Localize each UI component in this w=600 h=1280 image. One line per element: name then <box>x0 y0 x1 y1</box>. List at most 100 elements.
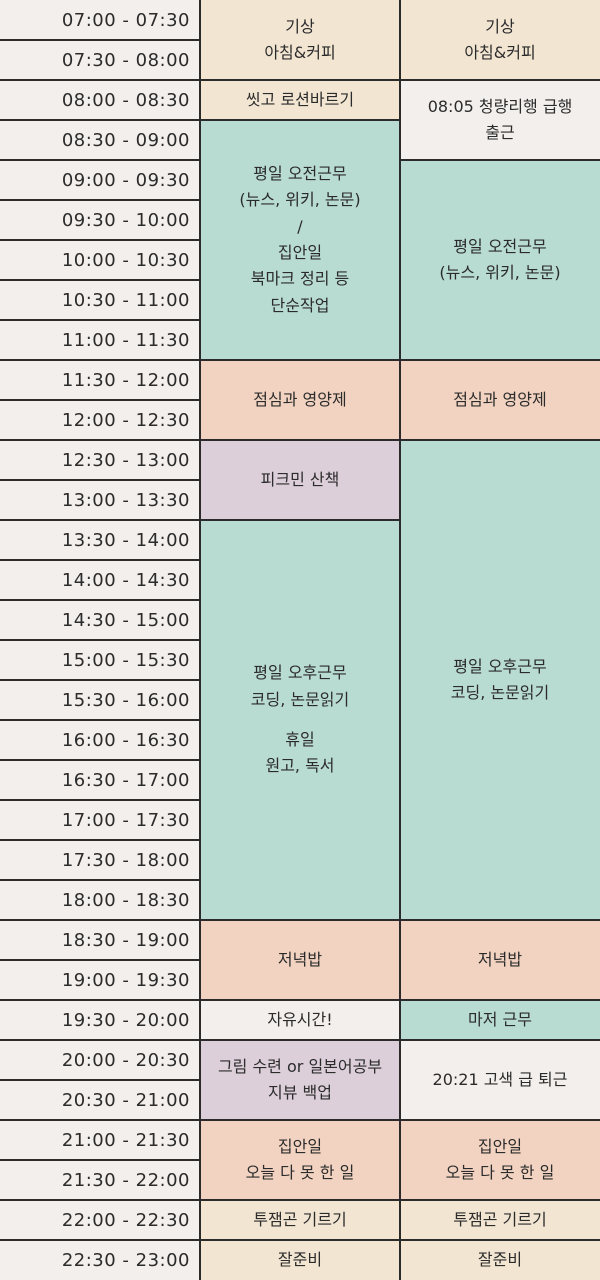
row-divider <box>0 1239 200 1241</box>
schedule-block-text: 북마크 정리 등 <box>250 269 350 289</box>
column-divider <box>399 0 401 1280</box>
time-slot-label: 16:30 - 17:00 <box>61 769 190 791</box>
schedule-block-text: 점심과 영양제 <box>453 389 547 409</box>
schedule-block-text: 아침&커피 <box>464 43 536 62</box>
schedule-block-left: 피크민 산책 <box>200 440 400 520</box>
time-slot-label: 21:00 - 21:30 <box>61 1129 190 1151</box>
schedule-block-text: 집안일 <box>477 1136 523 1156</box>
block-divider <box>400 1199 600 1201</box>
block-divider <box>400 159 600 161</box>
row-divider <box>0 119 200 121</box>
schedule-block-text: 마저 근무 <box>468 1009 532 1029</box>
block-divider <box>400 359 600 361</box>
schedule-block-text: / <box>297 216 303 236</box>
time-slot-label: 12:00 - 12:30 <box>61 409 190 431</box>
schedule-block-text: 그림 수련 or 일본어공부 <box>217 1056 383 1076</box>
block-divider <box>400 1039 600 1041</box>
time-slot-label: 19:30 - 20:00 <box>61 1009 190 1031</box>
time-slot-label: 14:00 - 14:30 <box>61 569 190 591</box>
schedule-block-text: (뉴스, 위키, 논문) <box>439 263 561 282</box>
time-slot-label: 07:00 - 07:30 <box>61 9 190 31</box>
schedule-block-text: 오늘 다 못 한 일 <box>445 1163 555 1182</box>
schedule-block-text: 아침&커피 <box>264 43 336 62</box>
row-divider <box>0 839 200 841</box>
time-slot-label: 13:00 - 13:30 <box>61 489 190 511</box>
schedule-block-right: 잘준비 <box>400 1240 600 1280</box>
schedule-block-text: 투잼곤 기르기 <box>453 1209 547 1229</box>
time-slot-label: 16:00 - 16:30 <box>61 729 190 751</box>
block-divider <box>200 119 400 121</box>
time-slot-label: 21:30 - 22:00 <box>61 1169 190 1191</box>
schedule-block-text: 집안일 <box>277 243 323 262</box>
block-divider <box>200 79 400 81</box>
schedule-block-text: 잘준비 <box>477 1249 523 1269</box>
row-divider <box>0 719 200 721</box>
time-slot-label: 07:30 - 08:00 <box>61 49 190 71</box>
row-divider <box>0 199 200 201</box>
row-divider <box>0 1119 200 1121</box>
time-slot-label: 17:00 - 17:30 <box>61 809 190 831</box>
schedule-block-left: 잘준비 <box>200 1240 400 1280</box>
row-divider <box>0 559 200 561</box>
row-divider <box>0 599 200 601</box>
schedule-block-text: 집안일 <box>277 1136 323 1156</box>
schedule-block-right: 20:21 고색 급 퇴근 <box>400 1040 600 1120</box>
row-divider <box>0 39 200 41</box>
row-divider <box>0 359 200 361</box>
row-divider <box>0 79 200 81</box>
row-divider <box>0 319 200 321</box>
schedule-block-text: 지뷰 백업 <box>268 1083 332 1102</box>
row-divider <box>0 679 200 681</box>
time-slot-label: 14:30 - 15:00 <box>61 609 190 631</box>
row-divider <box>0 239 200 241</box>
block-divider <box>200 359 400 361</box>
schedule-block-text: 코딩, 논문읽기 <box>250 689 350 709</box>
row-divider <box>0 1159 200 1161</box>
schedule-block-text: 08:05 청량리행 급행 <box>427 96 573 116</box>
schedule-block-text: 투잼곤 기르기 <box>253 1209 347 1229</box>
block-divider <box>400 1119 600 1121</box>
schedule-block-text: 휴일 <box>285 730 315 749</box>
schedule-block-text: 코딩, 논문읽기 <box>450 683 550 702</box>
time-slot-label: 08:00 - 08:30 <box>61 89 190 111</box>
row-divider <box>0 919 200 921</box>
schedule-block-right: 점심과 영양제 <box>400 360 600 440</box>
time-slot-label: 22:00 - 22:30 <box>61 1209 190 1231</box>
time-slot-label: 18:30 - 19:00 <box>61 929 190 951</box>
time-slot-label: 15:00 - 15:30 <box>61 649 190 671</box>
block-divider <box>200 439 400 441</box>
row-divider <box>0 479 200 481</box>
row-divider <box>0 759 200 761</box>
time-slot-label: 20:30 - 21:00 <box>61 1089 190 1111</box>
block-divider <box>400 439 600 441</box>
row-divider <box>0 1039 200 1041</box>
time-slot-label: 15:30 - 16:00 <box>61 689 190 711</box>
schedule-block-text: 평일 오후근무 <box>253 663 347 683</box>
schedule-block-left: 씻고 로션바르기 <box>200 80 400 120</box>
time-slot-label: 17:30 - 18:00 <box>61 849 190 871</box>
schedule-block-text: 자유시간! <box>267 1009 333 1029</box>
schedule-block-text: 씻고 로션바르기 <box>245 89 355 109</box>
block-divider <box>400 919 600 921</box>
time-slot-label: 20:00 - 20:30 <box>61 1049 190 1071</box>
row-divider <box>0 1079 200 1081</box>
schedule-block-text: 원고, 독서 <box>265 756 335 776</box>
schedule-block-text: 단순작업 <box>270 295 330 315</box>
schedule-block-text: 저녁밥 <box>277 949 323 969</box>
block-divider <box>400 1239 600 1241</box>
row-divider <box>0 639 200 641</box>
row-divider <box>0 999 200 1001</box>
row-divider <box>0 279 200 281</box>
schedule-block-left: 저녁밥 <box>200 920 400 1000</box>
time-slot-label: 19:00 - 19:30 <box>61 969 190 991</box>
time-slot-label: 10:00 - 10:30 <box>61 249 190 271</box>
block-divider <box>200 999 400 1001</box>
schedule-block-right: 평일 오전근무(뉴스, 위키, 논문) <box>400 160 600 360</box>
